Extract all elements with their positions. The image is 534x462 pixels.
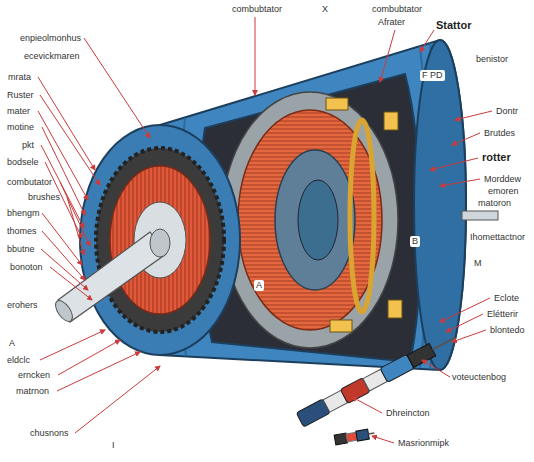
part-label: bbutne [7,244,35,255]
part-label: thomes [7,226,37,237]
part-label: Dontr [496,106,518,117]
part-label: M [474,258,482,269]
part-label: combubtator [372,4,422,15]
part-label: mater [7,106,30,117]
part-label: Ruster [7,90,34,101]
part-label: I [112,440,115,451]
part-label: A [254,280,264,291]
part-label: A [9,338,15,349]
stator-coil [238,110,382,330]
part-label: mrata [8,72,31,83]
part-label: Masrionmipk [398,438,449,449]
part-label: voteuctenbog [452,372,506,383]
part-label: Stattor [436,19,471,32]
rotor [275,150,355,290]
commutator-ring [350,120,374,312]
part-label: erohers [7,300,38,311]
part-label: X [322,4,328,15]
part-label: combubtator [232,4,282,15]
part-label: motine [7,122,34,133]
part-label: benistor [476,54,508,65]
part-label: bonoton [10,262,43,273]
component-chain [296,331,458,427]
part-label: matrnon [16,386,49,397]
leader-lines [38,17,492,443]
part-label: matoron [478,198,511,209]
part-label: chusnons [30,428,69,439]
part-label: erncken [18,370,50,381]
part-label: Eclote [494,293,519,304]
part-label: enpieolmonhus [20,33,81,44]
part-label: B [410,236,420,247]
part-label: pkt [22,140,34,151]
small-components [334,428,375,445]
part-label: ecevickmaren [24,51,80,62]
front-end-cap [80,125,240,355]
part-label: blontedo [490,325,525,336]
part-label: Elétterir [487,309,518,320]
part-label: rotter [482,151,511,164]
part-label: brushes [28,192,60,203]
part-label: Dhreincton [386,408,430,419]
part-label: combutator [7,177,52,188]
part-label: Afrater [378,17,405,28]
part-label: Brutdes [484,128,515,139]
part-label: Ihomettactnor [470,232,525,243]
part-label: emoren [488,186,519,197]
part-label: bhengm [7,208,40,219]
part-label: F PD [420,70,445,81]
part-label: Morddew [484,174,521,185]
part-label: eldclc [7,355,30,366]
part-label: bodsele [7,157,39,168]
